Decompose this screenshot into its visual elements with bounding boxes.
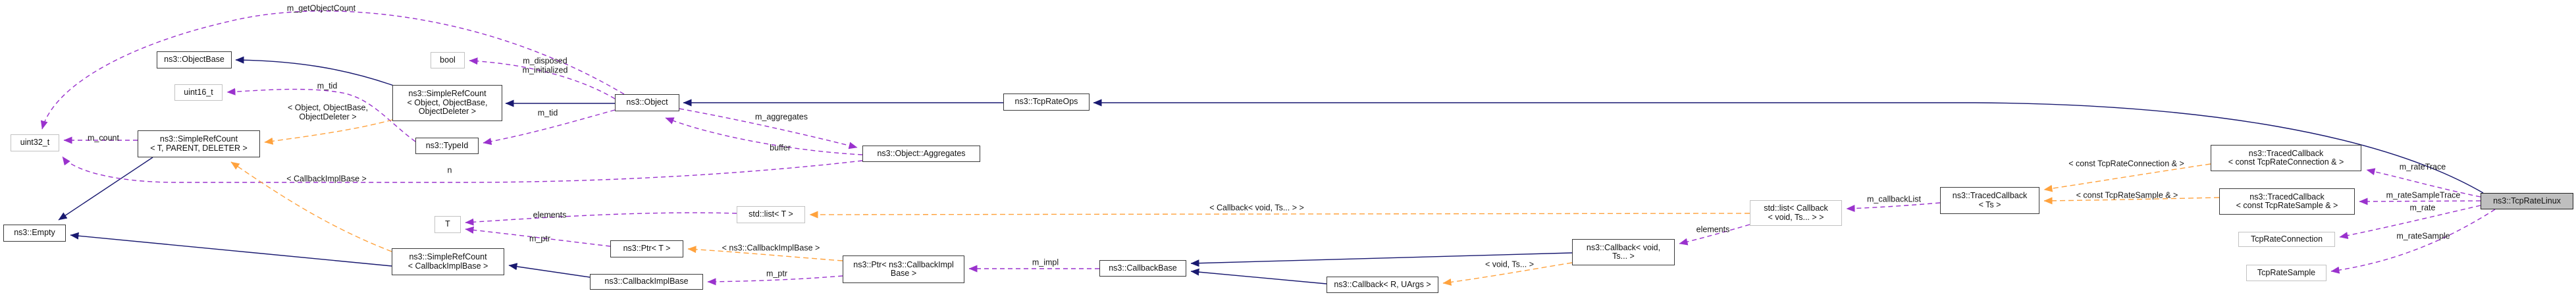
edge-usage-ptrcib-cib-mptr <box>707 275 843 286</box>
node-ns3-ptr-t[interactable]: ns3::Ptr< T > <box>610 240 683 257</box>
node-tcpratesample: TcpRateSample <box>2246 265 2326 281</box>
node-ns3-objectbase[interactable]: ns3::ObjectBase <box>157 51 232 68</box>
node-tcprateconnection: TcpRateConnection <box>2238 232 2335 247</box>
edge-usage-aggregates-object-buffer <box>665 117 863 155</box>
node-ns3-simplerefcount-callbackimplbase[interactable]: ns3::SimpleRefCount < CallbackImplBase > <box>392 248 504 275</box>
node-ns3-object-aggregates[interactable]: ns3::Object::Aggregates <box>862 146 980 162</box>
node-ns3-callback-void-ts[interactable]: ns3::Callback< void, Ts... > <box>1572 239 1675 265</box>
node-ns3-callbackbase[interactable]: ns3::CallbackBase <box>1099 260 1186 277</box>
edge-usage-tcpratelinux-rateconn-mrate <box>2339 205 2481 239</box>
node-ns3-empty[interactable]: ns3::Empty <box>3 225 66 242</box>
node-bool: bool <box>431 52 465 68</box>
node-ns3-tcpratelinux-focus: ns3::TcpRateLinux <box>2481 193 2573 209</box>
node-ns3-callback-r-uargs[interactable]: ns3::Callback< R, UArgs > <box>1327 277 1438 293</box>
edge-template-srccib-srctpd <box>230 161 392 252</box>
edge-usage-ptrt-t-mptr <box>465 226 611 247</box>
node-ns3-callbackimplbase[interactable]: ns3::CallbackImplBase <box>590 274 703 290</box>
edge-template-srcobj-srctpd <box>264 119 393 145</box>
node-ns3-ptr-callbackimplbase[interactable]: ns3::Ptr< ns3::CallbackImpl Base > <box>843 255 964 283</box>
node-uint32-t: uint32_t <box>11 134 59 151</box>
node-ns3-tcprateops[interactable]: ns3::TcpRateOps <box>1003 94 1090 111</box>
edge-template-tcsample-tcts <box>2043 197 2220 205</box>
edge-usage-object-typeid <box>483 109 616 146</box>
edge-inherit-cbruargs-callbackbase <box>1190 268 1327 284</box>
edge-usage-listt-t-elements <box>465 212 737 226</box>
edge-inherit-tcpratelinux-tcprateops <box>1093 99 2484 194</box>
node-ns3-typeid[interactable]: ns3::TypeId <box>415 138 479 154</box>
node-t: T <box>434 216 461 233</box>
node-uint16-t: uint16_t <box>174 84 223 101</box>
edge-inherit-srctpd-empty <box>58 157 153 221</box>
node-ns3-simplerefcount-object[interactable]: ns3::SimpleRefCount < Object, ObjectBase… <box>392 85 502 121</box>
edge-inherit-srccib-empty <box>70 232 392 267</box>
node-ns3-tracedcallback-const-tcpratesample[interactable]: ns3::TracedCallback < const TcpRateSampl… <box>2219 188 2355 215</box>
node-ns3-object[interactable]: ns3::Object <box>615 94 679 111</box>
edge-inherit-srcobj-objectbase <box>235 56 394 86</box>
edge-usage-typeid-uint16 <box>226 88 416 142</box>
edge-usage-tcpratelinux-ratesample-mratesample <box>2330 209 2496 274</box>
edge-usage-object-aggregates <box>679 108 858 149</box>
edge-inherit-cbvoid-callbackbase <box>1190 252 1573 267</box>
edge-usage-tcpratelinux-tcconn-mratetrace <box>2366 168 2481 198</box>
edge-template-cbvoid-cbruargs <box>1442 262 1573 286</box>
node-ns3-tracedcallback-const-tcprateconnection[interactable]: ns3::TracedCallback < const TcpRateConne… <box>2211 145 2361 171</box>
node-std-list-callback-void-ts: std::list< Callback < void, Ts... > > <box>1750 200 1842 226</box>
edge-inherit-cib-srccib <box>508 263 591 278</box>
edge-usage-listcb-cbvoid-elements <box>1679 224 1750 246</box>
node-std-list-t: std::list< T > <box>737 206 805 223</box>
edge-usage-object-uint32-getobjectcount <box>40 11 625 130</box>
edge-template-listcb-listt <box>809 211 1750 219</box>
node-ns3-tracedcallback-ts[interactable]: ns3::TracedCallback < Ts > <box>1940 187 2039 214</box>
edge-usage-tcts-listcb-mcallbacklist <box>1846 202 1941 212</box>
edge-template-ptrcib-ptrt <box>687 246 843 261</box>
edge-usage-object-bool <box>469 57 616 99</box>
node-ns3-simplerefcount-t-parent-deleter[interactable]: ns3::SimpleRefCount < T, PARENT, DELETER… <box>138 130 260 157</box>
edge-usage-aggregates-uint32-n <box>62 156 863 183</box>
edge-template-tcconn-tcts <box>2043 163 2211 192</box>
